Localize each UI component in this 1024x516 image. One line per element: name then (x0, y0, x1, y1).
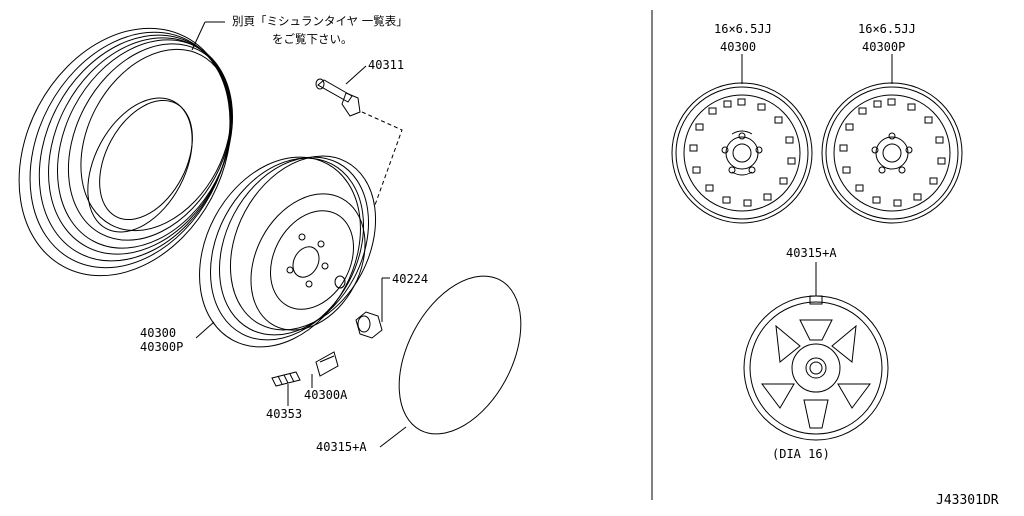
balance-weight-a-illustration (312, 352, 338, 388)
wheel-nut-illustration (356, 278, 390, 338)
variant-left-part[interactable]: 40300 (720, 40, 757, 54)
variant-right-part[interactable]: 40300P (862, 40, 906, 54)
note-line-2: をご覧下さい。 (272, 32, 353, 46)
variant-right-size: 16×6.5JJ (858, 22, 916, 36)
part-label-wheel-alt[interactable]: 40300P (140, 340, 184, 354)
cover-leader (380, 427, 406, 447)
part-label-valve[interactable]: 40311 (368, 58, 405, 72)
valve-illustration (316, 66, 403, 206)
part-label-weight-a[interactable]: 40300A (304, 388, 348, 402)
wheel-leader (196, 322, 214, 338)
diagram-id: J43301DR (936, 493, 999, 508)
wheel-front-40300 (672, 54, 812, 223)
variant-cover-note: (DIA 16) (772, 447, 830, 461)
tire-illustration (0, 0, 273, 313)
wheel-front-40300p (822, 54, 962, 223)
part-label-wheel[interactable]: 40300 (140, 326, 177, 340)
note-line-1: 別頁「ミシュランタイヤ 一覧表」 (232, 14, 408, 28)
steel-wheel-illustration (168, 129, 405, 375)
variant-left-size: 16×6.5JJ (714, 22, 772, 36)
part-label-nut[interactable]: 40224 (392, 272, 429, 286)
variant-cover-part[interactable]: 40315+A (786, 246, 837, 260)
part-label-weight[interactable]: 40353 (266, 407, 303, 421)
balance-weight-illustration (272, 372, 300, 406)
wheel-cover-side (374, 256, 546, 455)
valve-leader (346, 66, 366, 84)
wheel-cover-front (744, 262, 888, 440)
part-label-cover[interactable]: 40315+A (316, 440, 367, 454)
